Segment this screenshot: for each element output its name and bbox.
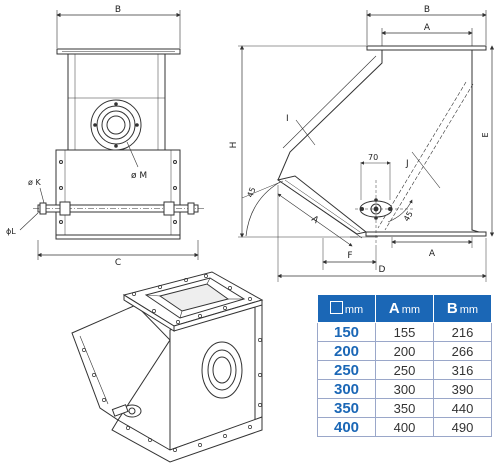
header-size-unit: mm (344, 304, 364, 316)
label-k: ø K (28, 178, 41, 187)
header-b-unit: mm (459, 304, 479, 316)
label-a-diag: A (309, 214, 320, 226)
label-45-left: 45 (246, 186, 258, 199)
table-row: 300 300 390 (317, 379, 492, 399)
header-b-label: B (446, 300, 458, 317)
label-70: 70 (368, 153, 378, 162)
isometric-view (71, 271, 264, 463)
size-cell: 300 (317, 379, 376, 399)
table-row: 250 250 316 (317, 360, 492, 380)
size-cell: 350 (317, 398, 376, 418)
table-row: 200 200 266 (317, 341, 492, 361)
table-row: 350 350 440 (317, 398, 492, 418)
b-cell: 490 (433, 417, 492, 437)
a-cell: 350 (375, 398, 434, 418)
a-cell: 200 (375, 341, 434, 361)
label-e: E (481, 132, 490, 137)
label-45-right: 45 (402, 210, 415, 223)
label-j: J (405, 159, 409, 169)
size-cell: 250 (317, 360, 376, 380)
label-h: H (229, 142, 239, 149)
side-view (238, 10, 495, 282)
header-size: mm (317, 294, 376, 323)
label-f: F (347, 251, 352, 261)
a-cell: 250 (375, 360, 434, 380)
size-cell: 150 (317, 322, 376, 342)
label-m: ø M (131, 171, 147, 181)
table-row: 150 155 216 (317, 322, 492, 342)
size-cell: 200 (317, 341, 376, 361)
header-a-unit: mm (401, 304, 421, 316)
b-cell: 216 (433, 322, 492, 342)
a-cell: 300 (375, 379, 434, 399)
a-cell: 400 (375, 417, 434, 437)
label-l: ϕL (6, 227, 16, 236)
label-c: C (115, 258, 121, 268)
header-a-label: A (388, 300, 400, 317)
b-cell: 266 (433, 341, 492, 361)
table-row: 400 400 490 (317, 417, 492, 437)
isometric-bolt-holes (82, 274, 262, 452)
label-a-top: A (424, 23, 431, 33)
front-view (19, 10, 205, 260)
a-cell: 155 (375, 322, 434, 342)
b-cell: 390 (433, 379, 492, 399)
label-b-side: B (424, 5, 430, 15)
label-d: D (379, 265, 386, 275)
label-a-bottom: A (429, 249, 436, 259)
size-cell: 400 (317, 417, 376, 437)
b-cell: 316 (433, 360, 492, 380)
square-size-icon (329, 301, 343, 314)
label-i: I (286, 114, 289, 124)
b-cell: 440 (433, 398, 492, 418)
label-b-front: B (115, 5, 121, 15)
